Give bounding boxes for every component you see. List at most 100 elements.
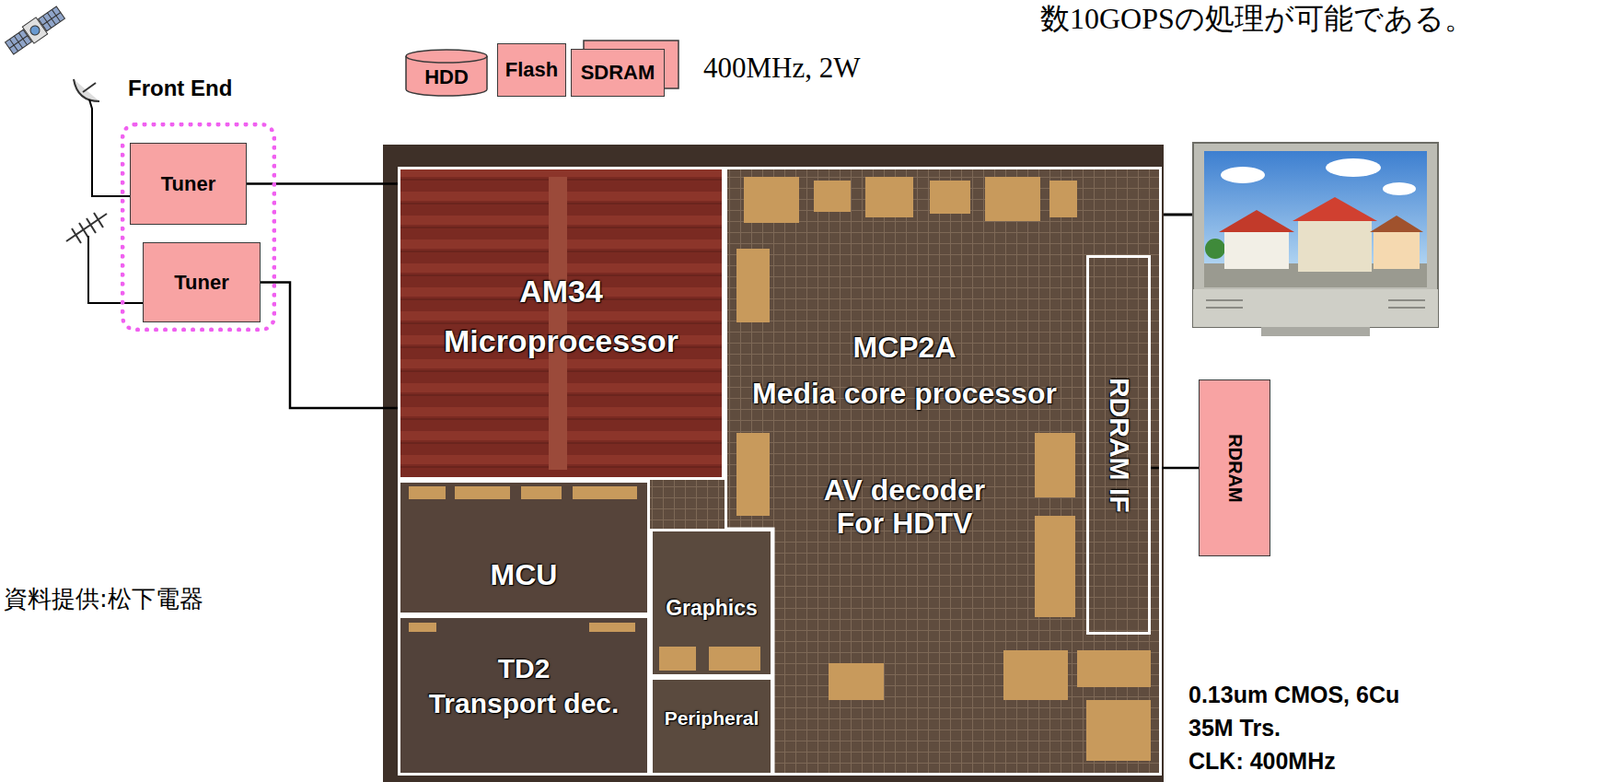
satellite-icon	[3, 3, 67, 57]
block-title: Front End	[127, 75, 232, 102]
chip-die-photo-part	[572, 486, 638, 499]
block-title: Peripheral	[664, 707, 760, 730]
monitor-illustration-part	[1205, 300, 1426, 308]
cylinder-body	[405, 49, 487, 96]
chip-die-photo-part	[929, 180, 971, 214]
spec-text: 400MHz, 2W	[703, 51, 860, 85]
spec-text: 35M Trs.	[1188, 714, 1281, 742]
chip-die-photo-part	[408, 486, 446, 499]
block-title: RDRAM	[1224, 433, 1246, 502]
chip-block: Graphics	[649, 528, 774, 677]
credit-text: 資料提供:松下電器	[3, 585, 204, 614]
chip-die-photo	[382, 144, 1164, 782]
spec-text: 0.13um CMOS, 6Cu	[1188, 681, 1400, 708]
block-title: AM34	[519, 273, 603, 310]
block-title: TD2	[498, 652, 551, 685]
chip-block: Peripheral	[649, 676, 774, 776]
dish-antenna-part	[82, 82, 96, 93]
chip-die-photo-part	[1034, 515, 1076, 617]
chip-block: MCU	[397, 479, 650, 615]
spec-text-holder: 0.13um CMOS, 6Cu	[1188, 681, 1400, 708]
block-subtitle: Microprocessor	[443, 323, 679, 360]
chip-die-photo-part	[736, 248, 770, 323]
credit-text-holder: 資料提供:松下電器	[3, 585, 204, 614]
block-subtitle: Media core processor	[752, 376, 1057, 411]
monitor-illustration-part	[1193, 289, 1438, 327]
spec-text-holder: 35M Trs.	[1188, 714, 1281, 742]
flash-box: Flash	[497, 43, 567, 97]
dish-antenna-part	[73, 79, 100, 102]
connector-line	[260, 282, 398, 409]
monitor-illustration-part	[1218, 209, 1295, 232]
block-outline	[726, 168, 1161, 775]
cylinder-rim	[405, 56, 487, 63]
yagi-antenna-part	[88, 235, 143, 303]
chip-die-photo-part	[521, 486, 562, 499]
monitor-illustration-part	[1204, 150, 1427, 288]
chip-die-photo-part	[454, 486, 511, 499]
monitor-illustration-part	[1220, 166, 1265, 184]
chip-die-photo-part	[736, 432, 770, 516]
chip-die-photo-part	[649, 528, 774, 776]
monitor-illustration-part	[1325, 158, 1381, 177]
chip-die-photo-part	[382, 144, 1164, 782]
monitor-illustration-part	[1382, 182, 1416, 196]
chip-die-photo-part	[813, 180, 851, 212]
yagi-antenna	[66, 212, 143, 303]
monitor-illustration-part	[1292, 197, 1378, 221]
chip-die-photo-part	[397, 166, 725, 480]
front-end-group: Front EndTunerTuner	[120, 122, 277, 332]
tuner-box: Tuner	[129, 142, 247, 225]
monitor-illustration-part	[1193, 142, 1438, 327]
yagi-antenna-part	[66, 213, 107, 242]
chip-block: TD2Transport dec.	[397, 614, 650, 776]
block-outline	[724, 166, 1162, 776]
block-title: Graphics	[665, 595, 758, 620]
block-title: RDRAM IF	[1102, 377, 1136, 513]
chip-die-photo-part	[828, 662, 884, 700]
chip-die-photo-part	[1077, 649, 1151, 687]
spec-text-holder: 400MHz, 2W	[703, 51, 860, 85]
monitor-illustration-part	[1369, 215, 1424, 232]
interface-block: RDRAM IF	[1086, 255, 1151, 635]
satellite-icon-part	[28, 23, 42, 37]
chip-die-photo-part	[865, 176, 914, 218]
chip-die-photo-part	[1049, 180, 1078, 218]
monitor-illustration	[1193, 142, 1438, 337]
satellite-icon-part	[22, 17, 47, 44]
monitor-illustration-part	[1205, 238, 1226, 259]
chip-die-photo-part	[1034, 432, 1076, 498]
hdd-cylinder: HDD	[405, 48, 488, 97]
chip-die-photo-part	[708, 646, 761, 671]
chip-die-photo-part	[659, 646, 696, 671]
block-title: MCU	[490, 557, 558, 592]
chip-die-photo-part	[548, 176, 568, 470]
block-subtitle: AV decoder For HDTV	[809, 473, 1001, 542]
spec-text: CLK: 400MHz	[1188, 747, 1336, 775]
block-title: SDRAM	[580, 60, 656, 84]
chip-die-photo-part	[1086, 699, 1151, 761]
chip-die-photo-part	[397, 479, 650, 615]
block-title: Flash	[505, 57, 558, 82]
chip-block: AM34Microprocessor	[397, 166, 725, 480]
monitor-illustration-part	[1224, 231, 1289, 269]
chip-die-photo-part	[408, 622, 437, 632]
monitor-illustration-part	[1261, 326, 1370, 337]
rdram-box: RDRAM	[1198, 379, 1271, 557]
chip-die-photo-part	[1003, 649, 1068, 700]
chip-die-photo-part	[743, 176, 800, 223]
chip-die-photo-part	[397, 614, 650, 776]
block-title: Tuner	[161, 172, 216, 196]
block-title: MCP2A	[852, 330, 956, 365]
monitor-illustration-part	[1298, 220, 1372, 272]
block-title: HDD	[424, 65, 469, 89]
note-text: 数10GOPSの処理が可能である。	[1040, 1, 1474, 36]
chip-die-photo-part	[397, 166, 1162, 776]
connector-line	[1150, 466, 1199, 470]
chip-die-photo-part	[985, 176, 1041, 221]
monitor-illustration-part	[1373, 231, 1420, 269]
monitor-wire-part	[1163, 213, 1194, 217]
tuner-box: Tuner	[142, 242, 261, 323]
